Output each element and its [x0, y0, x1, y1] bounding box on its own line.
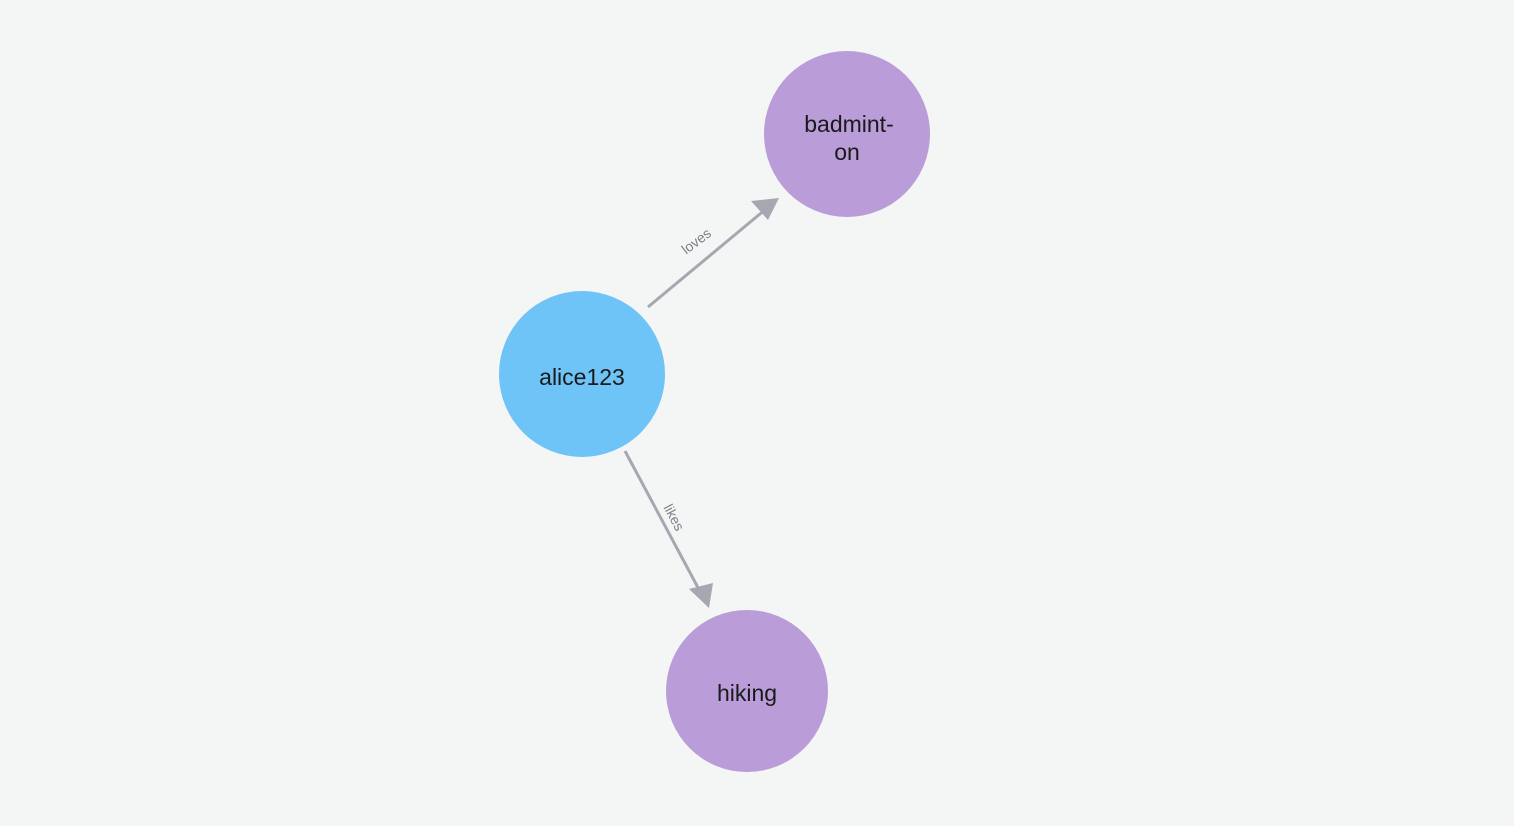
node-alice123-circle[interactable] [499, 291, 665, 457]
edge-likes-arrowhead [689, 583, 713, 608]
node-hiking[interactable]: hiking [666, 610, 828, 772]
node-hiking-circle[interactable] [666, 610, 828, 772]
edge-loves-line[interactable] [647, 202, 773, 309]
node-badminton[interactable]: badmint- on [764, 51, 930, 217]
node-alice123[interactable]: alice123 [499, 291, 665, 457]
edge-loves[interactable]: loves [647, 198, 779, 309]
edge-loves-label: loves [678, 225, 714, 257]
edge-likes-line[interactable] [623, 450, 705, 598]
edge-loves-arrowhead [751, 198, 779, 220]
edge-likes[interactable]: likes [623, 450, 713, 608]
node-badminton-circle[interactable] [764, 51, 930, 217]
edge-likes-label: likes [661, 501, 688, 533]
nodes-layer: alice123 badmint- on hiking [499, 51, 930, 772]
